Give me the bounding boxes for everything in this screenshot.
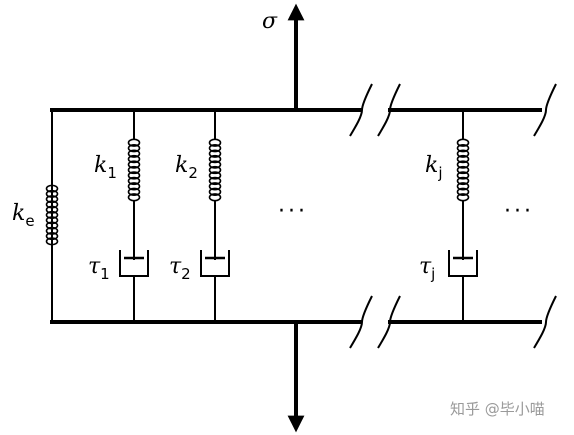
k1-spring (127, 138, 141, 202)
k1-label: k1 (94, 153, 117, 182)
break-mark-top-1 (349, 83, 373, 137)
kj-spring (456, 138, 470, 202)
stress-label: σ (262, 9, 278, 34)
tau2-dashpot (200, 250, 230, 277)
break-mark-top-2 (377, 83, 401, 137)
ke-spring (45, 184, 59, 246)
k2-label: k2 (175, 153, 198, 182)
watermark: 知乎 @毕小喵 (450, 400, 545, 418)
ke-label: ke (12, 201, 35, 230)
ellipsis-middle: ··· (278, 199, 308, 224)
break-mark-bottom-1 (349, 295, 373, 349)
ellipsis-right: ··· (504, 199, 534, 224)
tauj-dashpot (448, 250, 478, 277)
tau1-label: τ1 (88, 254, 110, 283)
k2-spring (208, 138, 222, 202)
tau2-label: τ2 (169, 254, 191, 283)
kj-label: kj (425, 153, 443, 182)
tauj-label: τj (419, 254, 435, 283)
break-mark-top-3 (533, 83, 557, 137)
break-mark-bottom-2 (377, 295, 401, 349)
tau1-dashpot (119, 250, 149, 277)
break-mark-bottom-3 (533, 295, 557, 349)
